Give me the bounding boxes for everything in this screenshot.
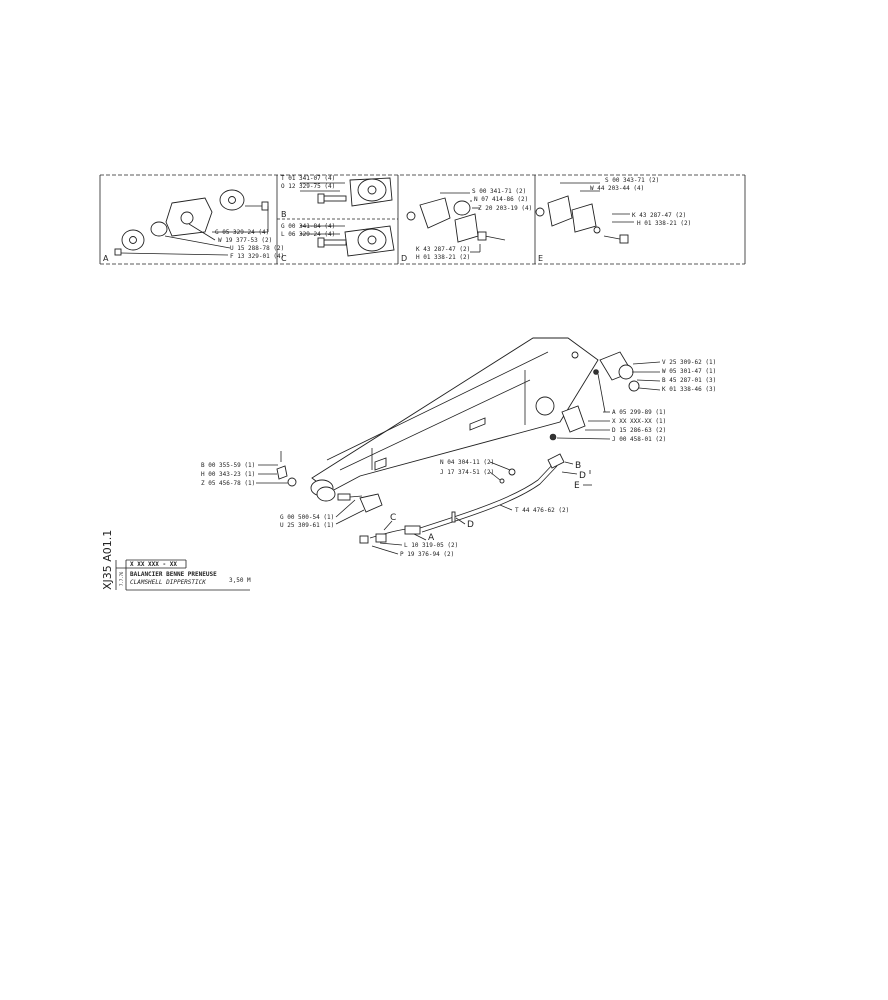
panel-letter-b: B bbox=[281, 210, 287, 219]
label-hose: T 44 476-62 (2) bbox=[515, 507, 569, 514]
svg-text:7.7.76: 7.7.76 bbox=[119, 571, 124, 586]
label-d-1: S 00 341-71 (2) bbox=[472, 188, 526, 195]
label-right-mid-1: A 05 299-89 (1) bbox=[612, 409, 666, 416]
label-left-3: Z 05 456-78 (1) bbox=[201, 480, 255, 487]
label-right-top-2: W 05 301-47 (1) bbox=[662, 368, 716, 375]
label-d-3: Z 20 203-19 (4) bbox=[478, 205, 532, 212]
hydraulic-hose: T 44 476-62 (2) B D E D bbox=[419, 453, 592, 533]
title-en: CLAMSHELL DIPPERSTICK bbox=[130, 579, 206, 586]
label-left-1: B 00 355-59 (1) bbox=[201, 462, 255, 469]
size-label: 3,50 M bbox=[229, 577, 251, 584]
label-a-4: F 13 329-01 (4) bbox=[230, 253, 284, 260]
label-e-4: H 01 338-21 (2) bbox=[637, 220, 691, 227]
title-fr: BALANCIER BENNE PRENEUSE bbox=[130, 571, 217, 578]
callout-c: C bbox=[390, 513, 396, 523]
label-right-top-4: K 01 338-46 (3) bbox=[662, 386, 716, 393]
label-right-top-1: V 25 309-62 (1) bbox=[662, 359, 716, 366]
label-d-2: N 07 414-86 (2) bbox=[474, 196, 528, 203]
lower-hose-assembly: A C L 10 319-05 (2) P 19 376-94 (2) bbox=[359, 513, 458, 558]
lower-pin-assembly: G 00 500-54 (1) U 25 309-61 (1) bbox=[280, 493, 383, 529]
detail-panel-c: G 00 341-84 (4) L 06 329-24 (4) C bbox=[281, 223, 395, 263]
label-bottom-1: L 10 319-05 (2) bbox=[404, 542, 458, 549]
label-b-2: O 12 329-75 (4) bbox=[281, 183, 335, 190]
label-center-1: N 04 304-11 (2) bbox=[440, 459, 494, 466]
dipperstick-boom bbox=[310, 337, 599, 502]
label-c-1: G 00 341-84 (4) bbox=[281, 223, 335, 230]
label-left-2: H 00 343-23 (1) bbox=[201, 471, 255, 478]
side-code: XJ35 A01.1 bbox=[101, 530, 114, 590]
label-e-1: S 00 343-71 (2) bbox=[605, 177, 659, 184]
panel-letter-a: A bbox=[103, 254, 109, 263]
label-lower-left-2: U 25 309-61 (1) bbox=[280, 522, 334, 529]
center-parts: N 04 304-11 (2) J 17 374-51 (2) bbox=[440, 459, 516, 484]
callout-e: E bbox=[574, 481, 580, 491]
detail-panel-e: S 00 343-71 (2) W 44 203-44 (4) K 43 287… bbox=[535, 177, 691, 263]
detail-strip bbox=[99, 174, 746, 265]
label-right-mid-4: J 00 458-01 (2) bbox=[612, 436, 666, 443]
label-d-5: H 01 338-21 (2) bbox=[416, 254, 470, 261]
callout-d-lower: D bbox=[467, 520, 474, 530]
label-right-mid-2: X XX XXX-XX (1) bbox=[612, 418, 666, 425]
detail-panel-a: G 05 329-24 (4) W 19 377-53 (2) U 15 288… bbox=[103, 189, 284, 263]
label-lower-left-1: G 00 500-54 (1) bbox=[280, 514, 334, 521]
label-a-3: U 15 288-78 (2) bbox=[230, 245, 284, 252]
pin-group-upper: V 25 309-62 (1) W 05 301-47 (1) B 45 287… bbox=[593, 351, 716, 413]
label-e-2: W 44 203-44 (4) bbox=[590, 185, 644, 192]
bushing-group: A 05 299-89 (1) X XX XXX-XX (1) D 15 286… bbox=[549, 405, 666, 443]
detail-panel-b: T 01 341-07 (4) O 12 329-75 (4) B bbox=[281, 175, 393, 219]
label-e-3: K 43 287-47 (2) bbox=[632, 212, 686, 219]
callout-b: B bbox=[575, 461, 581, 471]
panel-letter-e: E bbox=[538, 254, 543, 263]
label-c-2: L 06 329-24 (4) bbox=[281, 231, 335, 238]
callout-d: D bbox=[579, 471, 586, 481]
title-block: XJ35 A01.1 7.7.76 X XX XXX - XX BALANCIE… bbox=[101, 530, 251, 591]
panel-letter-d: D bbox=[401, 254, 407, 263]
left-fittings: B 00 355-59 (1) H 00 343-23 (1) Z 05 456… bbox=[201, 451, 297, 487]
label-right-mid-3: D 15 286-63 (2) bbox=[612, 427, 666, 434]
panel-letter-c: C bbox=[281, 254, 287, 263]
label-a-1: G 05 329-24 (4) bbox=[215, 229, 269, 236]
label-b-1: T 01 341-07 (4) bbox=[281, 175, 335, 182]
label-d-4: K 43 287-47 (2) bbox=[416, 246, 470, 253]
label-center-2: J 17 374-51 (2) bbox=[440, 469, 494, 476]
detail-panel-d: S 00 341-71 (2) N 07 414-86 (2) Z 20 203… bbox=[401, 188, 532, 263]
label-bottom-2: P 19 376-94 (2) bbox=[400, 551, 454, 558]
part-code: X XX XXX - XX bbox=[130, 561, 177, 568]
callout-a: A bbox=[428, 533, 435, 543]
label-right-top-3: B 45 287-01 (3) bbox=[662, 377, 716, 384]
label-a-2: W 19 377-53 (2) bbox=[218, 237, 272, 244]
